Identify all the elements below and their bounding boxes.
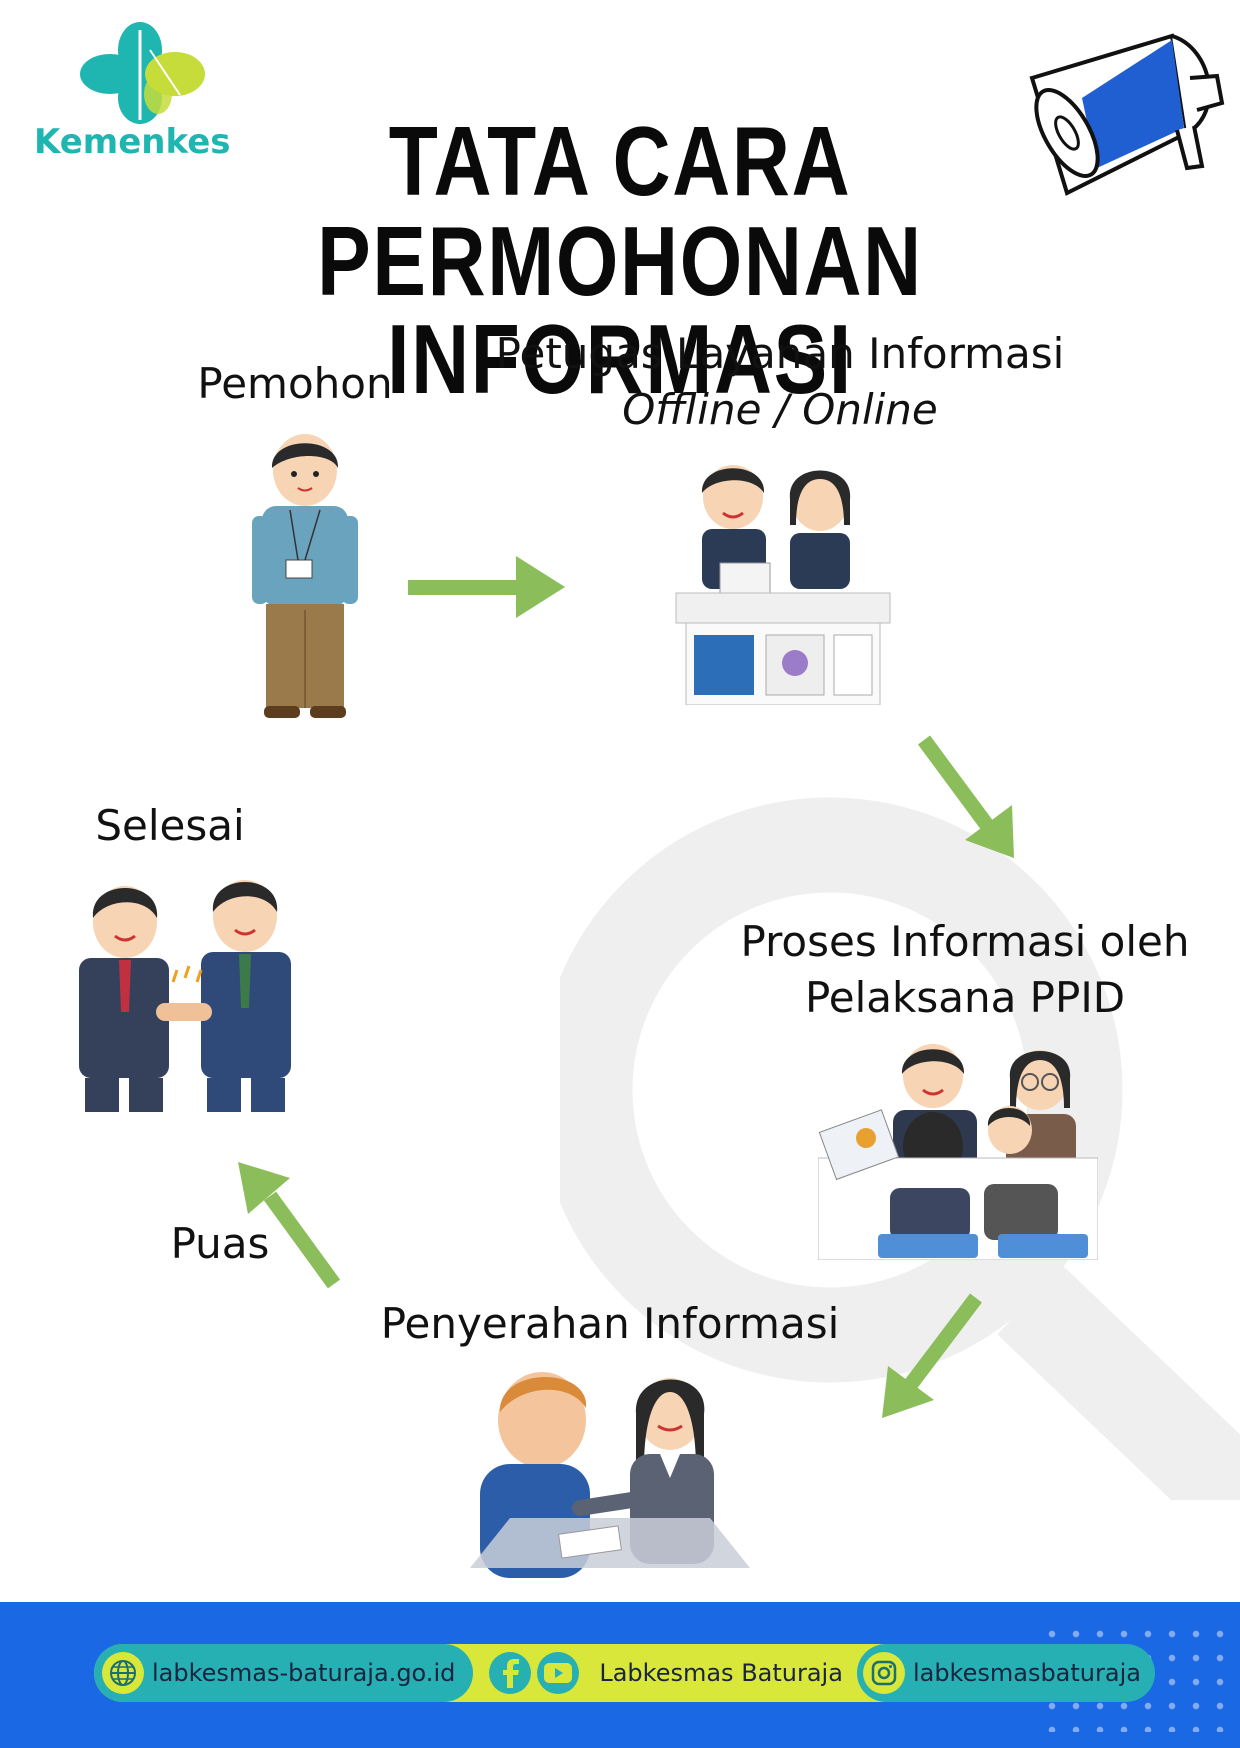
step-puas-label: Puas [170, 1219, 270, 1268]
page-title-line1: TATA CARA [388, 106, 852, 216]
penyerahan-illustration [470, 1372, 750, 1578]
step-pemohon-label: Pemohon [197, 359, 393, 408]
brand-name: Kemenkes [34, 122, 231, 162]
arrow-right [408, 556, 565, 618]
step-proses-label-2: Pelaksana PPID [804, 973, 1126, 1022]
globe-icon [102, 1652, 144, 1694]
proses-illustration [818, 1044, 1098, 1260]
kemenkes-logo: Kemenkes [30, 20, 231, 162]
megaphone-icon [1029, 33, 1225, 196]
pemohon-illustration [252, 434, 358, 718]
website-pill[interactable]: labkesmas-baturaja.go.id [94, 1644, 474, 1702]
instagram-icon [862, 1652, 905, 1694]
step-proses-label: Proses Informasi oleh [740, 917, 1190, 966]
youtube-icon[interactable] [537, 1652, 580, 1694]
arrow-down-left [882, 1293, 982, 1418]
magnifier-watermark [560, 797, 1240, 1500]
page-title-line2: PERMOHONAN INFORMASI [317, 206, 923, 414]
step-selesai-label: Selesai [95, 801, 245, 850]
selesai-illustration [79, 880, 291, 1112]
kemenkes-logo-mark [80, 22, 205, 124]
arrow-down-right [917, 735, 1014, 858]
social-name[interactable]: Labkesmas Baturaja [599, 1659, 843, 1687]
instagram-handle[interactable]: labkesmasbaturaja [912, 1659, 1141, 1687]
footer-band: labkesmas-baturaja.go.id Labkesmas Batur… [0, 1602, 1240, 1748]
petugas-illustration [675, 465, 891, 705]
website-link[interactable]: labkesmas-baturaja.go.id [152, 1659, 456, 1687]
footer-contact-bar: labkesmas-baturaja.go.id Labkesmas Batur… [94, 1644, 1155, 1702]
step-penyerahan-label: Penyerahan Informasi [380, 1299, 840, 1348]
step-petugas-label: Petugas Layanan Informasi [495, 329, 1065, 378]
step-petugas-mode: Offline / Online [622, 385, 938, 434]
instagram-pill[interactable]: labkesmasbaturaja [856, 1644, 1155, 1702]
arrow-up-left [238, 1162, 341, 1289]
facebook-icon[interactable] [489, 1652, 532, 1694]
